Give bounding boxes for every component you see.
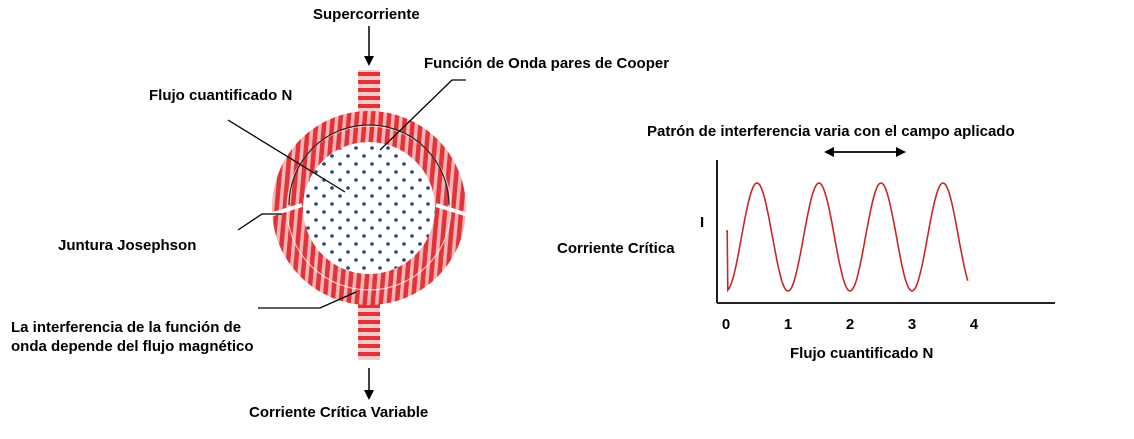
label-wave-function: Función de Onda pares de Cooper <box>424 55 670 72</box>
label-interference-line2: onda depende del flujo magnético <box>11 338 254 355</box>
x-tick-label: 1 <box>784 316 792 333</box>
y-axis-symbol: I <box>700 214 705 231</box>
x-tick-label: 3 <box>908 316 916 333</box>
arrow-down-icon <box>364 390 374 400</box>
bottom-lead <box>358 290 380 360</box>
x-axis-label: Flujo cuantificado N <box>790 345 934 362</box>
x-tick-label: 2 <box>846 316 854 333</box>
label-variable-critical-current: Corriente Crítica Variable <box>249 404 429 421</box>
flux-dots <box>303 142 435 274</box>
josephson-junction-left <box>269 203 303 217</box>
y-axis-label: Corriente Crítica <box>557 240 675 257</box>
label-interference-line1: La interferencia de la función de <box>11 319 242 336</box>
label-supercurrent: Supercorriente <box>313 6 420 23</box>
x-tick-label: 4 <box>970 316 979 333</box>
arrow-left-icon <box>824 147 834 157</box>
label-josephson-junction: Juntura Josephson <box>58 237 197 254</box>
josephson-junction-right <box>435 203 469 217</box>
arrow-right-icon <box>896 147 906 157</box>
graph-title: Patrón de interferencia varia con el cam… <box>647 123 1015 140</box>
arrow-down-icon <box>364 56 374 66</box>
interference-curve <box>726 182 969 293</box>
label-quantized-flux: Flujo cuantificado N <box>149 87 293 104</box>
x-tick-label: 0 <box>722 316 730 333</box>
